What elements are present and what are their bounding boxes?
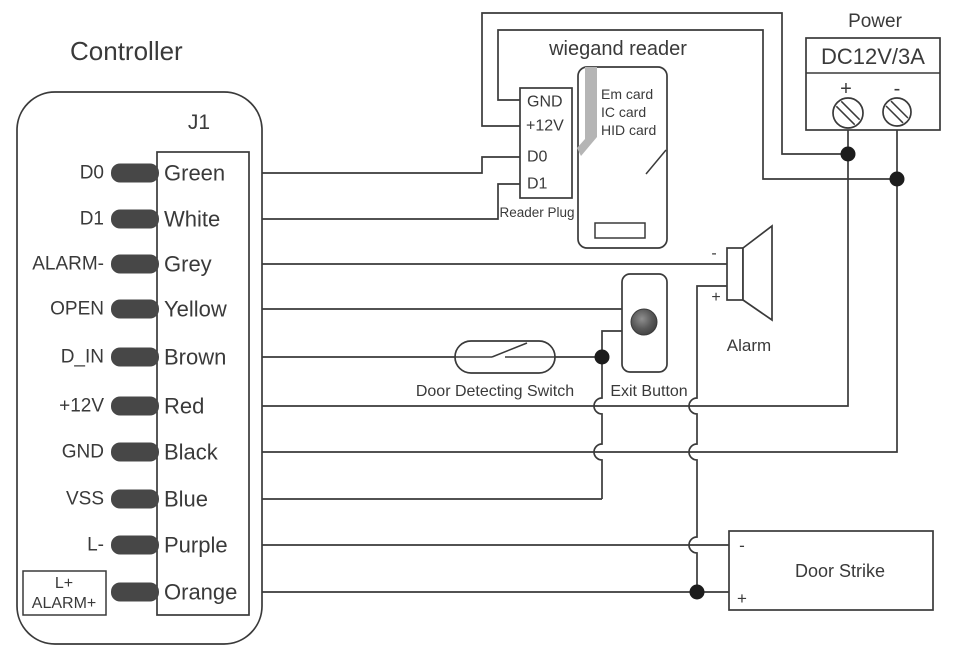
reader-plug-pins: GND +12V D0 D1 [526,94,564,193]
wire-label-red: Red [164,394,204,419]
card-reader-body [577,66,668,249]
controller-title: Controller [70,36,183,66]
pill-lplus [111,582,159,602]
terminal-pills [111,163,159,602]
alarm-speaker-horn [742,224,773,322]
pin-label-gnd: GND [62,442,104,463]
pill-vss [111,489,159,509]
power-rating: DC12V/3A [821,44,925,69]
power-plus-label: + [840,78,852,100]
wiegand-reader-title: wiegand reader [548,38,687,60]
wire-label-black: Black [164,440,219,465]
junction-dots [594,146,905,600]
pill-12v [111,396,159,416]
power-box [805,37,941,131]
pin-label-open: OPEN [50,299,104,320]
wire-label-grey: Grey [164,252,212,277]
pin-labels: D0 D1 ALARM- OPEN D_IN +12V GND VSS L- [32,163,104,556]
power-title: Power [848,11,903,32]
pill-lminus [111,535,159,555]
power-plus-screw [832,97,864,129]
pin-label-alarm-minus: ALARM- [32,254,104,275]
card-type-em: Em card [601,86,653,102]
door-strike: - + Door Strike [728,530,934,611]
wire-alarm-plus-drop [688,285,727,592]
wire-label-purple: Purple [164,533,228,558]
exit-button-circle [630,308,658,336]
door-switch-label: Door Detecting Switch [416,383,574,400]
alarmplus-label: ALARM+ [32,595,96,612]
wires [262,12,898,593]
pill-open [111,299,159,319]
wire-label-orange: Orange [164,580,237,605]
power-supply: Power DC12V/3A + - [805,11,941,131]
wire-label-green: Green [164,161,225,186]
pin-label-d1: D1 [80,209,104,230]
card-types: Em card IC card HID card [601,86,656,138]
door-strike-plus-label: + [737,589,747,608]
exit-button-label: Exit Button [610,383,687,400]
wire-label-blue: Blue [164,487,208,512]
door-strike-label: Door Strike [795,561,885,581]
alarm-speaker-body [726,247,744,301]
card-reader-led-window [594,222,646,239]
wire-red-12v [262,128,849,407]
alarm-plus-label: + [711,289,720,306]
pill-d1 [111,209,159,229]
pill-alarm-minus [111,254,159,274]
pin-label-12v: +12V [59,396,104,417]
exit-button: Exit Button [610,273,688,400]
alarm-minus-label: - [711,245,716,262]
power-minus-screw [882,97,912,127]
pin-label-vss: VSS [66,489,104,510]
wire-white-d1 [262,183,520,220]
pin-label-din: D_IN [61,347,104,368]
connector-label: J1 [188,111,210,134]
terminal-block [156,151,250,616]
power-plus-screw-slot [835,100,861,126]
controller: Controller J1 D0 D1 ALARM- OPEN D_IN +12… [16,36,263,645]
alarm: - + Alarm [711,224,773,355]
switch-blade [491,342,528,358]
reader-plug-box [519,87,573,199]
reader-plug-label: Reader Plug [499,205,574,220]
wire-label-yellow: Yellow [164,297,227,322]
wire-reader-gnd-to-power-minus [497,29,897,180]
pill-gnd [111,442,159,462]
door-strike-minus-label: - [739,536,745,555]
power-minus-screw-slot [885,100,909,124]
plug-pin-12v: +12V [526,118,564,135]
card-slot-stripe [577,67,597,156]
pill-din [111,347,159,367]
lplus-alarmplus-box [22,570,107,616]
alarm-label: Alarm [727,336,771,355]
wire-green-d0 [262,156,520,174]
wire-label-brown: Brown [164,345,226,370]
wire-black-gnd [262,127,898,453]
junction-power-plus [840,146,856,162]
wire-junction-to-exit-button [601,330,622,357]
pill-d0 [111,163,159,183]
wire-junction-drop-to-vss [593,357,603,499]
wire-label-white: White [164,207,220,232]
junction-power-minus [889,171,905,187]
wire-color-labels: Green White Grey Yellow Brown Red Black … [164,161,237,605]
lplus-label: L+ [55,575,73,592]
pin-label-d0: D0 [80,163,104,184]
wire-reader-12v-to-power-plus [481,12,848,155]
plug-pin-gnd: GND [527,94,563,111]
door-detecting-switch: Door Detecting Switch [416,340,574,400]
wiegand-reader: wiegand reader GND +12V D0 D1 Reader Plu… [499,38,687,249]
card-reader-crease [645,149,667,175]
plug-pin-d1: D1 [527,176,548,193]
junction-switch-exit [594,349,610,365]
plug-pin-d0: D0 [527,149,548,166]
pin-label-lminus: L- [87,535,104,556]
door-strike-box [728,530,934,611]
card-type-ic: IC card [601,104,646,120]
power-minus-label: - [894,78,901,100]
card-type-hid: HID card [601,122,656,138]
junction-strike-plus [689,584,705,600]
